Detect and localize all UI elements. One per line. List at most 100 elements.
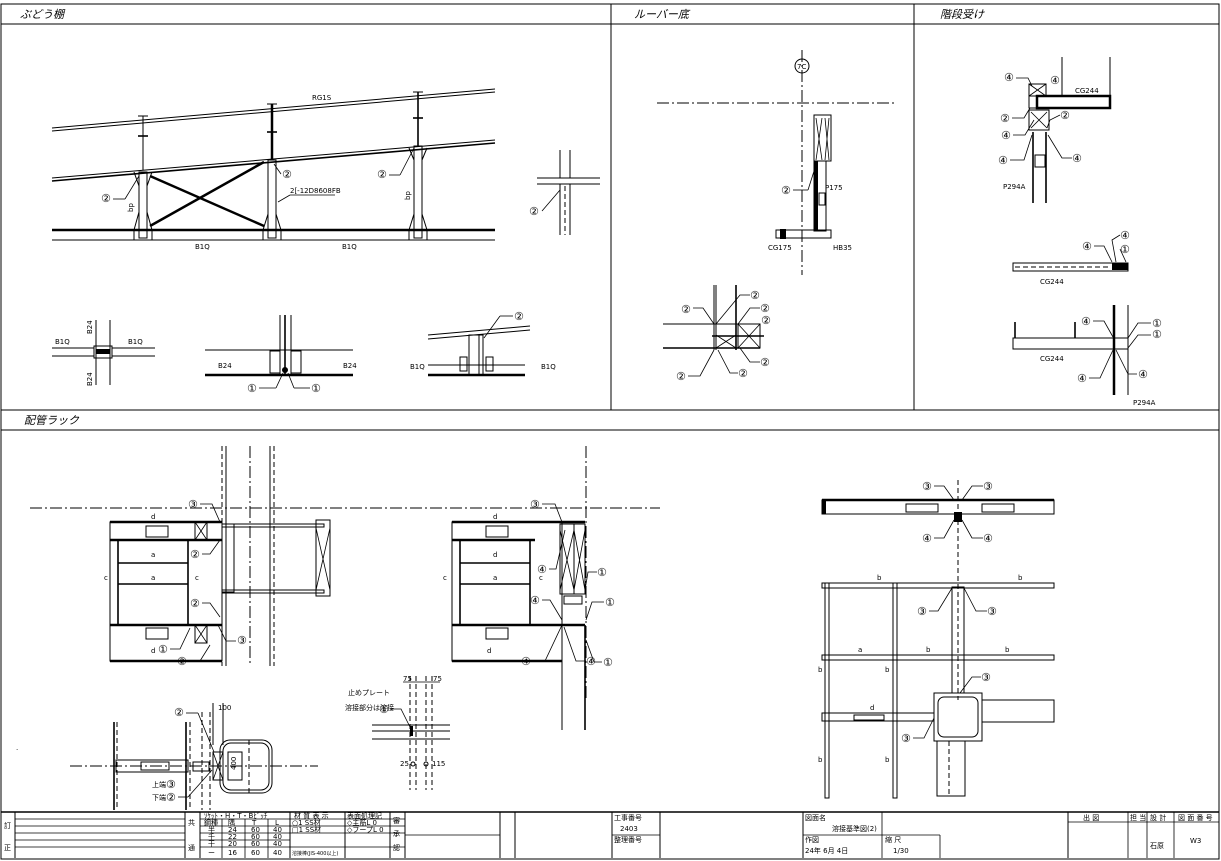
- weld-mark-1: ①: [605, 596, 615, 609]
- weld-cell: 半: [208, 825, 215, 834]
- section-title-louver: ルーバー底: [634, 8, 691, 21]
- label-bp-2: bp: [404, 191, 412, 200]
- label-rg1s: RG1S: [312, 94, 332, 102]
- weld-mark-4: ④: [1072, 152, 1082, 165]
- label-stop-plate: 止めプレート: [348, 688, 390, 697]
- finish-header: 表面処理記: [347, 811, 382, 820]
- common-label-1: 共: [188, 818, 195, 827]
- weld-mark-4: ④: [1004, 71, 1014, 84]
- material-header: 材 質 表 示: [294, 811, 329, 820]
- dim-75: 75: [433, 675, 442, 683]
- material-row: ○1 SS材: [292, 818, 321, 827]
- label-b: b: [877, 574, 882, 582]
- material-row: □1 SS材: [292, 825, 321, 834]
- label-d: d: [493, 513, 497, 521]
- weld-mark-2: ②: [101, 192, 111, 205]
- label-a: a: [858, 646, 862, 654]
- approval-1: 審: [393, 816, 400, 825]
- label-a: a: [493, 574, 497, 582]
- weld-mark-1: ①: [158, 643, 168, 656]
- header-col: 担 当: [1130, 813, 1146, 822]
- label-b: b: [885, 756, 890, 764]
- weld-mark-3: ③: [237, 634, 247, 647]
- label-b: b: [818, 756, 823, 764]
- common-label-2: 通: [188, 843, 195, 852]
- weld-cell: 40: [273, 833, 282, 841]
- weld-mark-4: ④: [1077, 372, 1087, 385]
- label-d: d: [870, 704, 874, 712]
- label-cg175: CG175: [768, 244, 792, 252]
- weld-cell: 40: [273, 826, 282, 834]
- label-c: c: [104, 574, 108, 582]
- weld-cell: 40: [273, 840, 282, 848]
- approval-3: 認: [393, 843, 400, 852]
- weld-mark-3: ③: [917, 605, 927, 618]
- label-d: d: [151, 647, 155, 655]
- stop-plate-detail: [372, 676, 450, 790]
- weld-cell: 60: [251, 840, 260, 848]
- t-joint-detail: [537, 150, 600, 235]
- label-b1q: B1Q: [128, 338, 143, 346]
- dim-25: 25: [400, 760, 409, 768]
- title-block: [1, 811, 1219, 858]
- weld-mark-1: ①: [379, 703, 389, 716]
- weld-cell: 16: [228, 849, 237, 857]
- scale-label: 縮 尺: [885, 835, 901, 844]
- weld-mark-2: ②: [781, 184, 791, 197]
- pipe-rack-plan-grid: [821, 480, 1055, 799]
- dot: .: [16, 744, 18, 752]
- drawn-date: 24年 6月 4日: [805, 846, 848, 855]
- weld-mark-4: ④: [1082, 240, 1092, 253]
- weld-mark-3: ③: [166, 778, 176, 791]
- drawing-name-label: 図面名: [805, 813, 826, 822]
- label-b: b: [1018, 574, 1023, 582]
- label-cg244: CG244: [1040, 278, 1064, 286]
- label-b24: B24: [86, 372, 94, 386]
- weld-rod-note: 溶接棒(JIS-400以上): [292, 850, 338, 857]
- weld-mark-2: ②: [760, 356, 770, 369]
- label-a: a: [151, 574, 155, 582]
- weld-cell: 40: [273, 849, 282, 857]
- cross-joint-detail: [52, 320, 155, 385]
- label-c: c: [195, 574, 199, 582]
- label-d: d: [493, 551, 497, 559]
- weld-mark-1: ①: [597, 566, 607, 579]
- designer: 石原: [1150, 842, 1164, 850]
- dim-100: 100: [218, 704, 231, 712]
- weld-mark-4: ④: [1138, 368, 1148, 381]
- weld-cell: 22: [228, 833, 237, 841]
- finish-row: ◇主筋L 0: [347, 818, 377, 827]
- louver-detail: [657, 50, 895, 350]
- weld-mark-3: ③: [901, 732, 911, 745]
- weld-mark-4: ④: [1120, 229, 1130, 242]
- weld-col: 鋼種: [204, 818, 218, 827]
- label-b24: B24: [343, 362, 357, 370]
- weld-mark-4: ④: [537, 563, 547, 576]
- dim-115: 115: [432, 760, 445, 768]
- section-title-rack: 配管ラック: [24, 414, 80, 427]
- weld-mark-4: ④: [521, 655, 531, 668]
- weld-mark-2: ②: [681, 303, 691, 316]
- weld-mark-2: ②: [282, 168, 292, 181]
- weld-mark-4: ④: [1050, 74, 1060, 87]
- weld-mark-1: ①: [247, 382, 257, 395]
- section-title-budou: ぶどう棚: [20, 8, 66, 21]
- label-c: c: [539, 574, 543, 582]
- weld-cell: 干: [208, 840, 215, 848]
- weld-mark-2: ②: [177, 655, 187, 668]
- weld-cell: 24: [228, 826, 237, 834]
- weld-mark-2: ②: [514, 310, 524, 323]
- pipe-support-detail: [70, 703, 318, 810]
- weld-mark-3: ③: [987, 605, 997, 618]
- dim-400: 400: [230, 757, 238, 770]
- weld-cell: 千: [208, 832, 215, 841]
- label-bp-1: bp: [127, 203, 135, 212]
- label-b1q-2: B1Q: [342, 243, 357, 251]
- label-b: b: [818, 666, 823, 674]
- weld-mark-2: ②: [190, 548, 200, 561]
- header-col: 図 面 番 号: [1178, 814, 1213, 822]
- label-p175: P175: [825, 184, 843, 192]
- label-b24: B24: [218, 362, 232, 370]
- weld-mark-2: ②: [1060, 109, 1070, 122]
